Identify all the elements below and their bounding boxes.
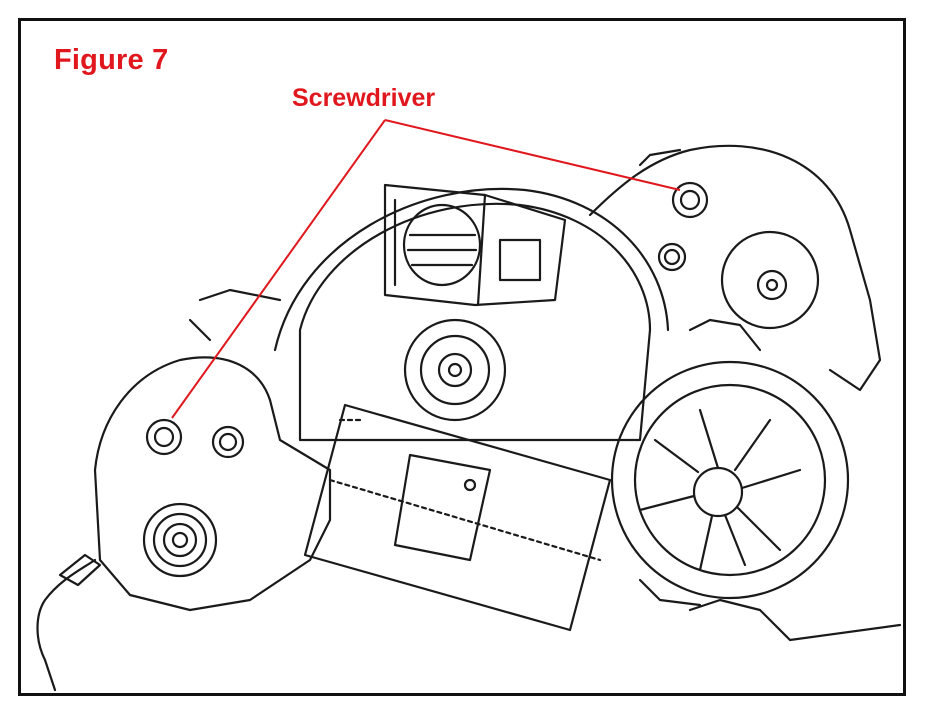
figure-title: Figure 7: [54, 44, 169, 76]
left-bracket: [93, 356, 332, 612]
washer-left: [211, 425, 245, 459]
washer-right: [657, 242, 687, 272]
figure-frame: [18, 18, 906, 696]
motor-housing: [610, 360, 850, 600]
screw-right: [671, 181, 709, 219]
center-hub-outer: [403, 318, 507, 422]
screw-left: [145, 418, 183, 456]
right-pulley-inner: [756, 269, 788, 301]
power-cord: [36, 558, 97, 692]
capacitor-label-plate: [393, 453, 492, 562]
screwdriver-callout: Screwdriver: [292, 84, 436, 112]
callout-leaders: [171, 119, 681, 419]
right-pulley-outer: [720, 230, 820, 330]
motor-center: [692, 466, 744, 518]
capacitor-module: [303, 403, 612, 632]
leader-line-left: [171, 119, 386, 419]
right-bracket: [588, 144, 882, 392]
motor-fan-blades: [638, 408, 802, 572]
control-box-vent: [402, 203, 482, 287]
control-box: [383, 183, 567, 307]
main-housing: [298, 202, 652, 442]
leader-line-right: [384, 119, 681, 191]
main-housing-rim: [273, 187, 670, 352]
left-pulley-outer: [142, 502, 218, 578]
